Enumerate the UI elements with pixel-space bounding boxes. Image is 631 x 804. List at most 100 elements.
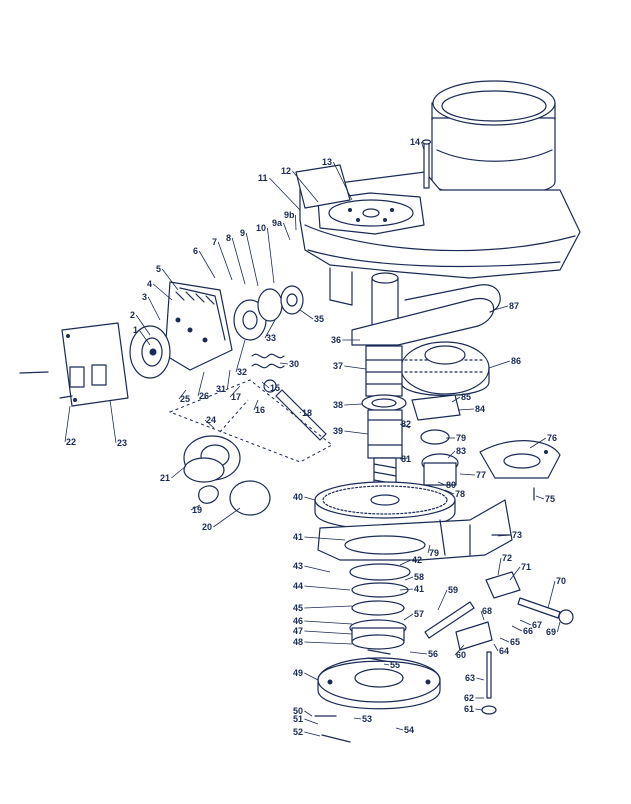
leader-line-79b bbox=[427, 544, 431, 554]
part-label-2: 2 bbox=[130, 310, 135, 320]
part-label-58: 58 bbox=[414, 572, 424, 582]
leader-line-54 bbox=[395, 727, 404, 731]
part-label-67: 67 bbox=[532, 620, 542, 630]
part-label-4: 4 bbox=[147, 279, 152, 289]
part-label-52: 52 bbox=[293, 727, 303, 737]
leader-line-64 bbox=[493, 643, 499, 652]
part-label-24: 24 bbox=[206, 415, 216, 425]
part-label-83: 83 bbox=[456, 446, 466, 456]
leader-line-18 bbox=[299, 411, 302, 414]
leader-line-13 bbox=[333, 161, 353, 201]
leader-line-43 bbox=[304, 565, 331, 573]
part-label-77: 77 bbox=[476, 470, 486, 480]
leader-line-63 bbox=[476, 677, 485, 681]
part-label-72: 72 bbox=[502, 553, 512, 563]
part-label-3: 3 bbox=[142, 292, 147, 302]
leader-line-68 bbox=[480, 610, 485, 621]
part-label-66: 66 bbox=[523, 626, 533, 636]
part-label-84: 84 bbox=[475, 404, 485, 414]
part-label-36: 36 bbox=[331, 335, 341, 345]
leader-line-69 bbox=[557, 621, 561, 633]
leader-line-86 bbox=[488, 360, 511, 369]
motor bbox=[431, 80, 556, 197]
leader-line-16 bbox=[253, 399, 259, 411]
part-label-54: 54 bbox=[404, 725, 414, 735]
leader-line-82 bbox=[399, 423, 411, 429]
leader-line-39 bbox=[344, 430, 369, 435]
pulley-2 bbox=[129, 325, 171, 379]
part-label-78: 78 bbox=[455, 489, 465, 499]
leader-line-56 bbox=[409, 651, 428, 655]
rod-18 bbox=[263, 379, 327, 441]
part-label-59: 59 bbox=[448, 585, 458, 595]
part-label-40: 40 bbox=[293, 492, 303, 502]
leader-line-5 bbox=[161, 268, 179, 291]
leader-line-33 bbox=[264, 319, 276, 339]
part-label-69: 69 bbox=[546, 627, 556, 637]
part-label-41b: 41 bbox=[414, 584, 424, 594]
part-label-41a: 41 bbox=[293, 532, 303, 542]
part-label-56: 56 bbox=[428, 649, 438, 659]
gear-cluster-32 bbox=[233, 285, 304, 341]
leader-line-76 bbox=[529, 437, 547, 449]
lever-assembly-60 bbox=[424, 571, 574, 715]
part-label-9b: 9b bbox=[284, 210, 295, 220]
leader-line-65 bbox=[499, 637, 510, 643]
part-label-80: 80 bbox=[446, 480, 456, 490]
part-label-31: 31 bbox=[216, 384, 226, 394]
leader-line-55 bbox=[383, 663, 390, 666]
pin-14 bbox=[421, 139, 432, 189]
leader-line-57 bbox=[403, 613, 414, 621]
leader-line-9a bbox=[283, 222, 291, 241]
part-label-19: 19 bbox=[192, 505, 202, 515]
part-label-51: 51 bbox=[293, 714, 303, 724]
leader-line-7 bbox=[217, 241, 233, 281]
part-label-79a: 79 bbox=[456, 433, 466, 443]
part-label-5: 5 bbox=[156, 264, 161, 274]
part-label-42: 42 bbox=[412, 555, 422, 565]
part-label-14: 14 bbox=[410, 137, 420, 147]
leader-line-35 bbox=[299, 309, 314, 320]
leader-line-31 bbox=[227, 369, 231, 390]
head-housing bbox=[295, 164, 581, 306]
leader-line-32 bbox=[235, 339, 246, 373]
leader-line-80 bbox=[437, 481, 446, 486]
leader-line-66 bbox=[511, 625, 523, 632]
lower-casing bbox=[317, 499, 513, 679]
part-label-68: 68 bbox=[482, 606, 492, 616]
leader-line-73 bbox=[497, 534, 512, 537]
leader-line-11 bbox=[269, 177, 301, 211]
leader-line-23 bbox=[109, 399, 117, 444]
leader-line-72 bbox=[497, 557, 502, 576]
part-label-70: 70 bbox=[556, 576, 566, 586]
part-label-76: 76 bbox=[547, 433, 557, 443]
part-label-86: 86 bbox=[511, 356, 521, 366]
base-49 bbox=[317, 657, 441, 710]
part-label-21: 21 bbox=[160, 473, 170, 483]
part-label-12: 12 bbox=[281, 166, 291, 176]
part-label-46: 46 bbox=[293, 616, 303, 626]
cover-plate-22 bbox=[61, 322, 129, 407]
part-label-26: 26 bbox=[199, 391, 209, 401]
leader-line-19 bbox=[190, 504, 201, 511]
part-label-37: 37 bbox=[333, 361, 343, 371]
part-label-20: 20 bbox=[202, 522, 212, 532]
part-label-55: 55 bbox=[390, 660, 400, 670]
part-label-9: 9 bbox=[240, 228, 245, 238]
leader-line-84 bbox=[457, 408, 475, 411]
leader-line-46 bbox=[304, 620, 353, 625]
part-label-61: 61 bbox=[464, 704, 474, 714]
part-label-79b: 79 bbox=[429, 548, 439, 558]
part-label-13: 13 bbox=[322, 157, 332, 167]
leader-line-20 bbox=[213, 507, 241, 528]
leader-line-30 bbox=[279, 362, 289, 365]
part-label-45: 45 bbox=[293, 603, 303, 613]
leader-line-50 bbox=[304, 710, 313, 717]
leader-line-78 bbox=[444, 489, 455, 495]
part-label-50: 50 bbox=[293, 706, 303, 716]
dashed-group-24 bbox=[168, 379, 333, 463]
leader-line-47 bbox=[304, 630, 353, 635]
leader-line-41b bbox=[399, 588, 414, 591]
part-label-8: 8 bbox=[226, 233, 231, 243]
